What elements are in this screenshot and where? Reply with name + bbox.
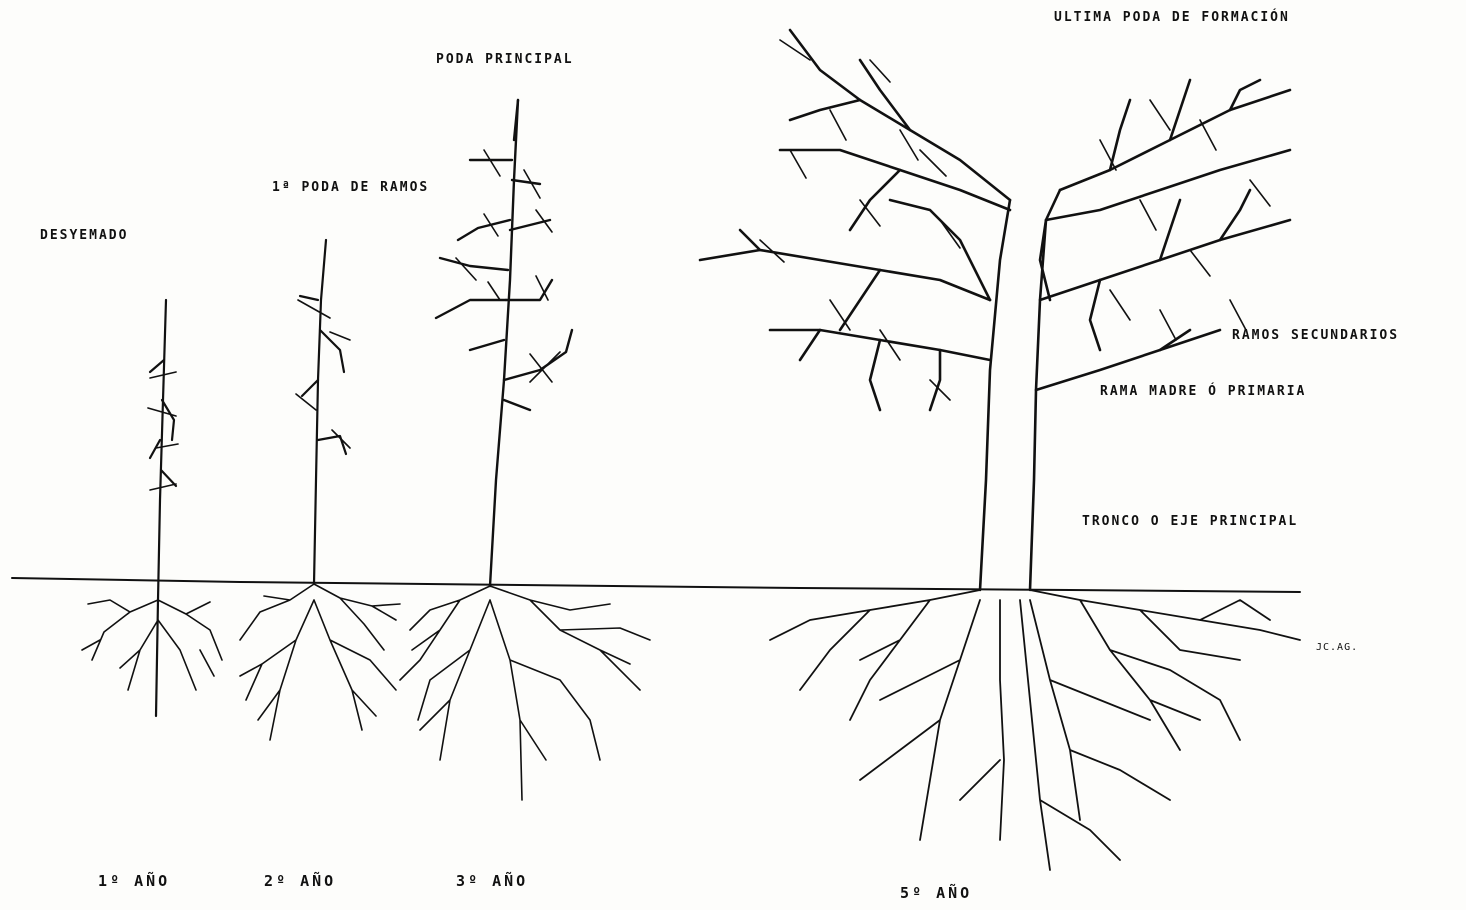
tree-year-1 (82, 300, 222, 716)
label-tronco: TRONCO O EJE PRINCIPAL (1082, 514, 1298, 529)
label-rama-madre: RAMA MADRE Ó PRIMARIA (1100, 384, 1306, 399)
caption-year-1: 1º AÑO (98, 872, 170, 890)
label-poda-principal: PODA PRINCIPAL (436, 52, 574, 67)
label-signature: JC.AG. (1316, 642, 1358, 653)
label-desyemado: DESYEMADO (40, 228, 128, 243)
ground-line (12, 578, 1300, 592)
tree-year-5 (700, 30, 1300, 870)
caption-year-5: 5º AÑO (900, 884, 972, 902)
tree-year-3 (400, 100, 650, 800)
caption-year-3: 3º AÑO (456, 872, 528, 890)
caption-year-2: 2º AÑO (264, 872, 336, 890)
label-poda-ramos: 1ª PODA DE RAMOS (272, 180, 429, 195)
label-ramos-secundarios: RAMOS SECUNDARIOS (1232, 328, 1399, 343)
tree-year-2 (240, 240, 400, 740)
label-ultima-poda: ULTIMA PODA DE FORMACIÓN (1054, 10, 1290, 25)
